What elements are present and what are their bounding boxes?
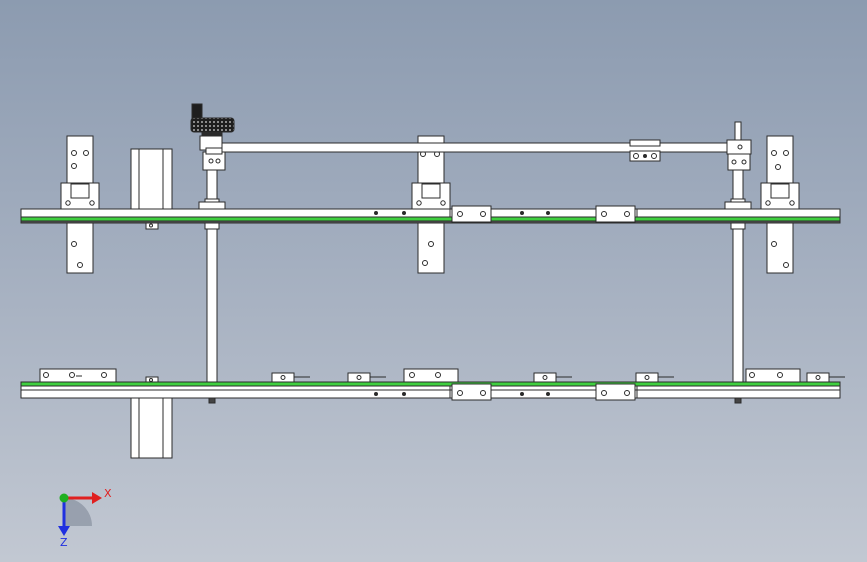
z-axis-arrowhead: [58, 526, 70, 536]
lower-right-stop-bracket: [745, 368, 801, 383]
lower-sensor-3: [533, 372, 572, 383]
lower-rail-joint-plate-2: [595, 383, 636, 401]
y-axis-dot: [59, 493, 69, 503]
lower-center-stop-bracket: [403, 368, 459, 383]
upper-left-bearing-block: [60, 135, 100, 274]
upper-cylinder-housing: [130, 148, 173, 230]
upper-rail-joint-plate-2: [595, 205, 636, 223]
upper-conveyor-rail: [20, 208, 841, 224]
lower-sensor-1: [271, 372, 310, 383]
lower-sensor-5: [806, 372, 845, 383]
lower-rail-joint-plate-1: [451, 383, 492, 401]
upper-center-bearing-block: [411, 135, 451, 274]
lower-sensor-2: [347, 372, 386, 383]
coordinate-triad: X Z: [58, 487, 112, 549]
upper-drive-shaft: [219, 139, 751, 162]
right-shaft-coupling: [726, 139, 752, 171]
z-axis-label: Z: [60, 536, 68, 549]
lower-left-stop-bracket: [39, 368, 117, 383]
left-shaft-coupling: [199, 135, 226, 171]
lower-sensor-4: [635, 372, 674, 383]
x-axis-arrowhead: [92, 492, 102, 504]
left-vertical-shaft: [198, 169, 226, 404]
lower-cylinder-housing: [130, 376, 173, 459]
upper-right-bearing-block: [760, 135, 800, 274]
x-axis-label: X: [104, 487, 112, 500]
upper-rail-joint-plate-1: [451, 205, 492, 223]
hand-wheel-knob: [190, 103, 235, 137]
lower-conveyor-rail: [20, 381, 841, 399]
